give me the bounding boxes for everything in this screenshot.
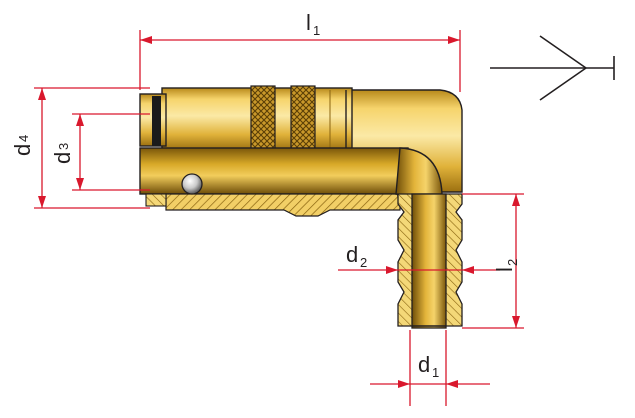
dimension-label-d4: d 4 [10, 135, 35, 156]
label-d1-sub: 1 [432, 365, 439, 380]
locking-ball [181, 173, 203, 195]
label-l2-main: l [492, 267, 517, 272]
label-d4-sub: 4 [16, 135, 31, 142]
label-d4-main: d [10, 144, 35, 156]
knurled-grip-left [250, 85, 276, 153]
label-d3-sub: 3 [56, 143, 71, 150]
label-d2-main: d [346, 242, 358, 267]
dimension-label-d2: d 2 [346, 242, 367, 270]
label-d1-main: d [418, 352, 430, 377]
dimension-lines [34, 30, 524, 406]
label-d2-sub: 2 [360, 255, 367, 270]
horizontal-bore [139, 147, 409, 195]
fitting-body [139, 85, 463, 329]
dimension-label-l1: l 1 [306, 10, 320, 38]
label-l2-sub: 2 [505, 259, 520, 266]
dimension-label-d1: d 1 [418, 352, 439, 380]
vertical-bore [411, 193, 447, 329]
label-d3-main: d [50, 152, 75, 164]
label-l1-main: l [306, 10, 311, 35]
knurled-grip-right [290, 85, 316, 153]
sectioned-collar-lower [145, 193, 167, 207]
dimension-label-l2: l 2 [492, 259, 520, 272]
sectioned-sleeve-lower [165, 193, 401, 217]
dimension-label-d3: d 3 [50, 143, 75, 164]
o-ring [152, 96, 161, 146]
label-l1-sub: 1 [313, 23, 320, 38]
hose-connection-symbol-icon [490, 35, 615, 101]
